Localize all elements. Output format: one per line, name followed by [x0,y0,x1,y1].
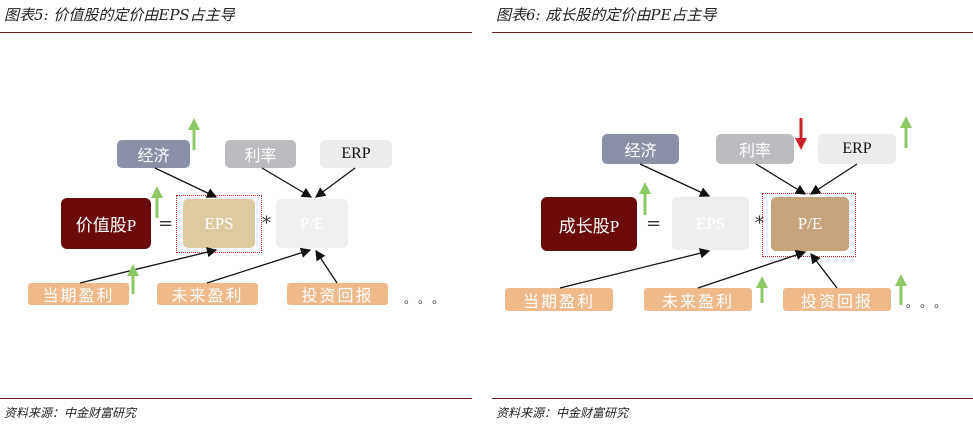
left-investment-return-box: 投资回报 [287,283,388,305]
right-eps-box: EPS [672,197,749,250]
right-source: 资料来源：中金财富研究 [496,406,629,420]
right-title-rule [492,32,973,33]
right-pe-box: P/E [771,197,849,251]
left-value-stock-price-box: 价值股P [61,198,151,249]
left-pe-box: P/E [276,199,348,248]
right-ellipsis: 。。。 [906,296,955,310]
right-equals: = [646,213,662,234]
right-growth-stock-price-box: 成长股P [541,197,637,251]
right-erp-to-pe-arrow [809,163,858,195]
right-current-earnings-to-eps-arrow [559,248,711,289]
left-investment-return-to-pe-arrow [315,249,338,284]
right-economy-box: 经济 [602,134,679,164]
left-bottom-rule [0,398,472,399]
left-rate-to-pe-arrow [261,167,313,198]
left-economy-to-eps-arrow [154,167,218,198]
right-future-earnings-to-pe-arrow [697,249,807,289]
right-bottom-rule [492,398,973,399]
left-title-rule [0,32,472,33]
left-erp-to-pe-arrow [314,167,356,198]
right-figure-title: 图表6: 成长股的定价由PE占主导 [496,6,717,24]
right-future-earnings-box: 未来盈利 [644,288,752,311]
right-pe-highlight [762,193,856,257]
right-economy-to-eps-arrow [639,163,711,197]
left-equals: = [158,213,174,234]
right-investment-return-box: 投资回报 [783,288,891,311]
right-rate-box: 利率 [716,134,794,164]
right-current-earnings-box: 当期盈利 [505,288,613,311]
left-eps-highlight [176,195,262,253]
left-times: * [262,213,271,234]
right-investment-return-to-pe-arrow [810,252,838,289]
left-figure-title: 图表5: 价值股的定价由EPS占主导 [4,6,235,24]
right-times: * [755,213,764,234]
left-ellipsis: 。。。 [404,292,453,306]
left-current-earnings-box: 当期盈利 [28,283,129,305]
right-erp-box: ERP [818,134,896,164]
left-current-earnings-to-eps-arrow [79,247,218,284]
left-rate-box: 利率 [225,140,296,168]
left-erp-box: ERP [320,140,392,168]
right-rate-to-pe-arrow [755,163,807,195]
left-eps-box: EPS [183,199,255,248]
left-future-earnings-to-pe-arrow [206,247,312,284]
left-source: 资料来源：中金财富研究 [4,406,137,420]
left-economy-box: 经济 [117,140,190,168]
left-future-earnings-box: 未来盈利 [157,283,258,305]
